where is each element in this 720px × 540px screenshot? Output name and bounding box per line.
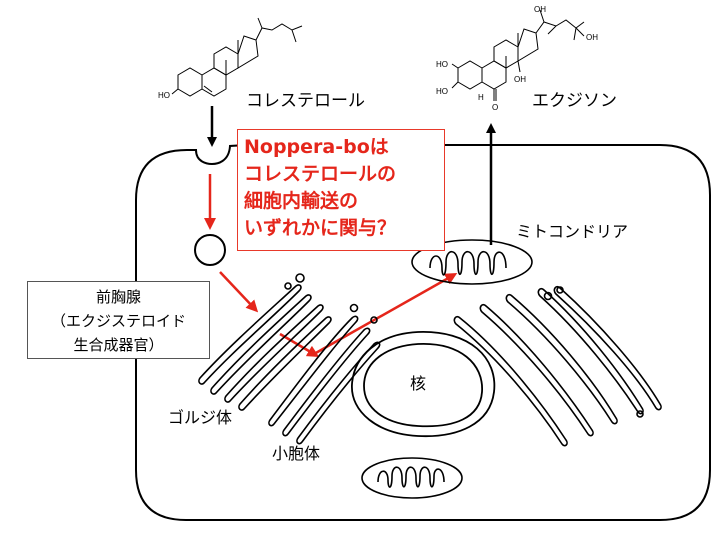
mitochondrion-top <box>411 239 533 285</box>
ecdysone-o-label: O <box>492 103 498 112</box>
hypothesis-callout: Noppera-boは コレステロールの 細胞内輸送の いずれかに関与？ <box>237 129 445 251</box>
golgi-label: ゴルジ体 <box>168 408 233 427</box>
red-arrow-to-mitochondria <box>313 273 458 356</box>
gland-line-3: 生合成器官） <box>73 336 164 354</box>
prothoracic-gland-box: 前胸腺 （エクジステロイド 生合成器官） <box>27 281 210 359</box>
cell-membrane <box>135 144 711 521</box>
red-arrow-to-er <box>279 332 320 358</box>
callout-line-1: Noppera-boは <box>244 136 389 158</box>
ecdysone-ho-top: HO <box>436 60 448 69</box>
ecdysone-structure <box>451 9 585 101</box>
ecdysone-oh-side1: OH <box>534 5 546 14</box>
red-arrow-vesicle-to-golgi <box>219 271 259 313</box>
ecdysone-label: エクジソン <box>532 91 617 111</box>
callout-line-4: いずれかに関与？ <box>244 217 397 239</box>
golgi-apparatus <box>198 273 332 411</box>
mitochondrion-bottom <box>361 457 463 499</box>
transport-vesicle <box>194 234 226 266</box>
callout-line-3: 細胞内輸送の <box>244 190 359 212</box>
endoplasmic-reticulum <box>268 303 381 445</box>
mitochondria-label: ミトコンドリア <box>516 222 629 241</box>
cholesterol-ho-label: HO <box>158 91 170 100</box>
ecdysone-oh-side2: OH <box>586 33 598 42</box>
ecdysone-h-label: H <box>478 93 484 102</box>
ecdysone-ho-bottom: HO <box>436 87 448 96</box>
callout-line-2: コレステロールの <box>244 163 397 185</box>
nucleus-label: 核 <box>410 374 427 393</box>
cholesterol-structure <box>171 17 303 97</box>
cholesterol-label: コレステロール <box>246 91 365 111</box>
gland-line-1: 前胸腺 <box>95 288 141 306</box>
gland-line-2: （エクジステロイド <box>50 312 186 330</box>
ecdysone-oh-ring: OH <box>514 75 526 84</box>
vesicle-label: 小胞体 <box>272 444 321 463</box>
right-organelle-stacks <box>453 285 662 447</box>
